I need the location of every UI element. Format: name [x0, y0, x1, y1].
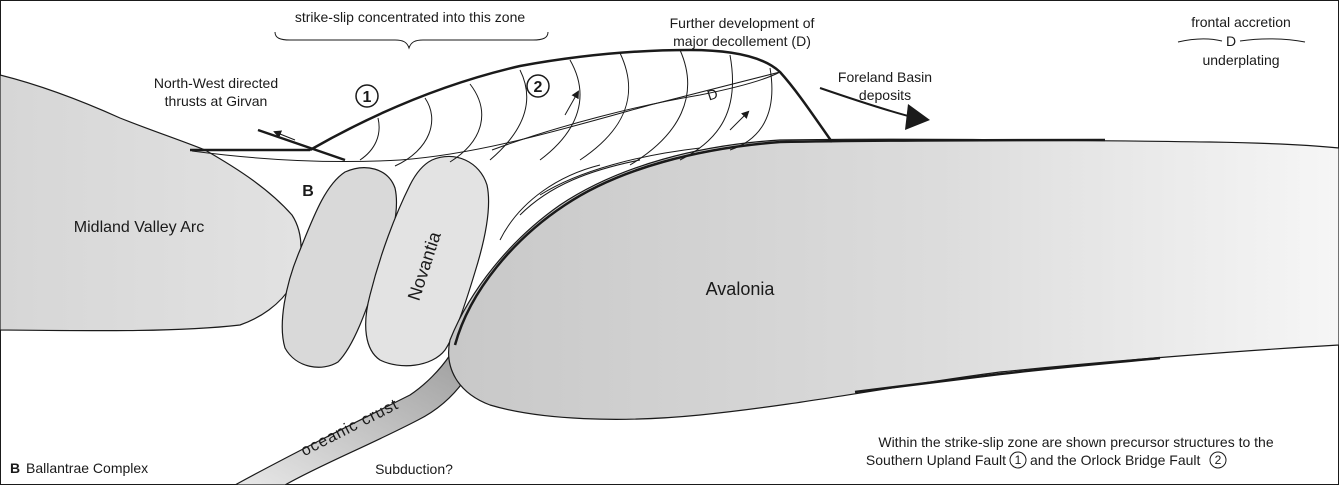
midland-valley-block — [0, 75, 301, 331]
fault-2-number: 2 — [534, 79, 543, 96]
b-marker-label: B — [302, 183, 314, 200]
girvan-thrust-ramp — [258, 130, 345, 160]
nw-thrusts-line1: North-West directed — [154, 75, 278, 91]
footnote-line2b: and the Orlock Bridge Fault — [1030, 452, 1201, 468]
legend-ballantrae-text: Ballantrae Complex — [26, 460, 148, 476]
footnote-line2a: Southern Upland Fault — [866, 452, 1006, 468]
subduction-label: Subduction? — [375, 461, 453, 477]
footnote-fault-1-number: 1 — [1015, 453, 1022, 467]
midland-valley-label: Midland Valley Arc — [74, 219, 204, 236]
fault-1-number: 1 — [363, 89, 372, 106]
foreland-line1: Foreland Basin — [838, 69, 932, 85]
further-dev-line1: Further development of — [670, 15, 815, 31]
foreland-line2: deposits — [859, 87, 911, 103]
legend-b-symbol: B — [10, 460, 20, 476]
foreland-arrow-head — [905, 104, 930, 130]
avalonia-label: Avalonia — [706, 279, 776, 299]
footnote-line1: Within the strike-slip zone are shown pr… — [878, 434, 1273, 450]
wedge-top-surface — [310, 50, 832, 150]
underplating-label: underplating — [1202, 52, 1279, 68]
avalonia-block — [449, 139, 1339, 419]
frontal-accretion-d: D — [1226, 33, 1236, 49]
further-dev-line2: major decollement (D) — [673, 33, 811, 49]
strike-slip-label: strike-slip concentrated into this zone — [295, 9, 526, 25]
strike-slip-brace — [275, 32, 548, 48]
thrust-arrow-2 — [565, 92, 578, 115]
basal-thrust-line — [192, 72, 780, 162]
frontal-accretion-line-left — [1178, 39, 1222, 42]
frontal-accretion-label: frontal accretion — [1191, 14, 1291, 30]
thrust-arrow-3 — [730, 112, 748, 130]
nw-thrusts-line2: thrusts at Girvan — [165, 93, 268, 109]
frontal-accretion-line-right — [1240, 39, 1305, 42]
footnote-fault-2-number: 2 — [1215, 453, 1222, 467]
